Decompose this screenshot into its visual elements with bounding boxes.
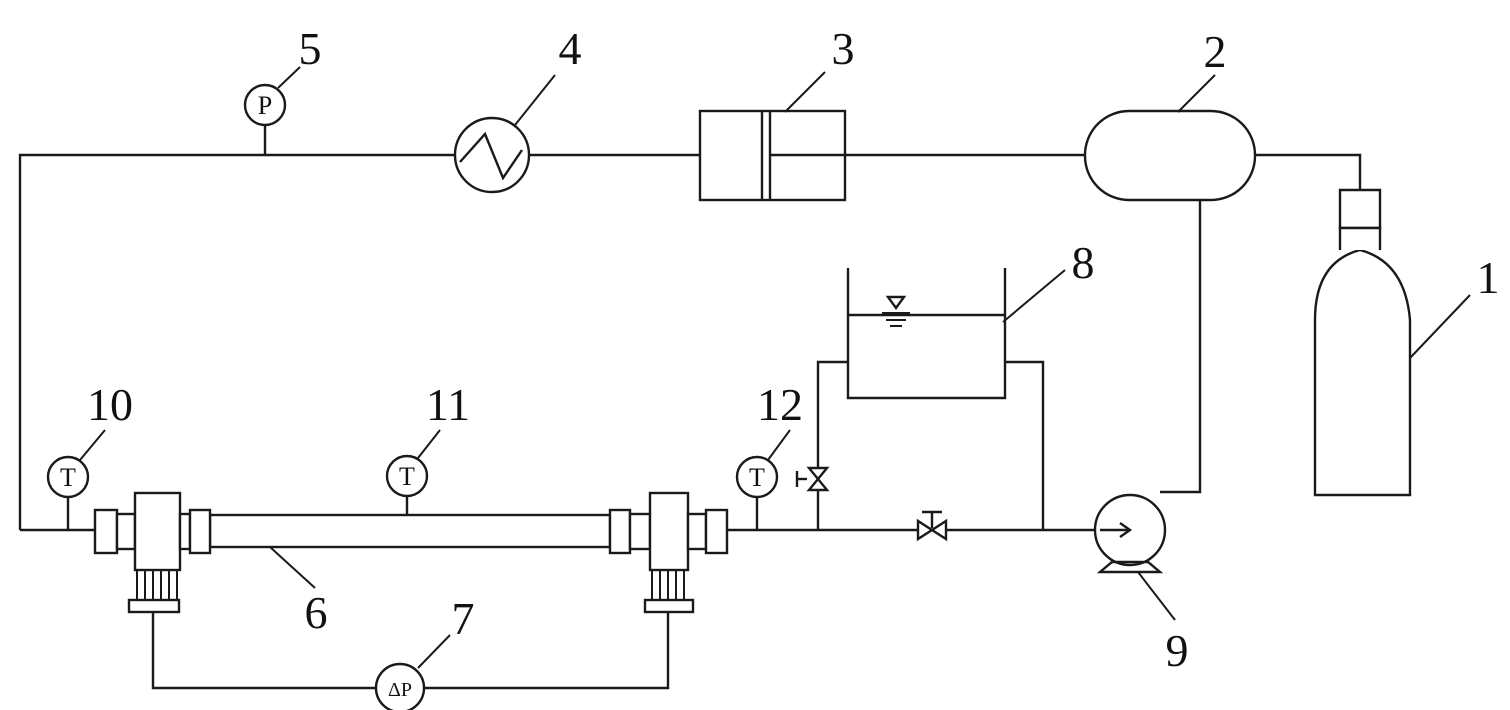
label-12: 12 — [757, 379, 803, 430]
differential-pressure-lines — [151, 612, 670, 690]
heat-exchanger — [453, 116, 531, 194]
temperature-gauge-outlet: T — [735, 455, 779, 530]
label-9: 9 — [1166, 625, 1189, 676]
pressure-gauge-symbol: P — [258, 91, 272, 120]
outlet-pipeline — [727, 200, 1202, 532]
label-4: 4 — [559, 23, 582, 74]
gas-cylinder — [1313, 188, 1412, 497]
test-section-pipe — [208, 513, 612, 549]
leader-lines — [79, 66, 1471, 669]
pressure-gauge: P — [243, 83, 287, 155]
component-labels: 1 2 3 4 5 6 7 8 9 10 11 12 — [87, 23, 1500, 676]
label-8: 8 — [1072, 237, 1095, 288]
main-line-valve — [916, 510, 948, 542]
label-1: 1 — [1477, 252, 1500, 303]
pump — [1093, 493, 1167, 574]
temperature-gauge-middle-symbol: T — [399, 462, 415, 491]
outlet-flange-assembly — [608, 491, 729, 614]
top-pipeline — [18, 153, 1362, 530]
buffer-tank — [1083, 109, 1257, 202]
label-5: 5 — [299, 23, 322, 74]
temperature-gauge-middle: T — [385, 454, 429, 515]
inlet-flange-assembly — [93, 491, 212, 614]
label-10: 10 — [87, 379, 133, 430]
water-tank — [846, 268, 1007, 400]
compressor-unit — [698, 109, 847, 202]
label-3: 3 — [832, 23, 855, 74]
differential-pressure-symbol: ΔP — [388, 679, 412, 701]
label-6: 6 — [305, 587, 328, 638]
tank-branch-valve — [795, 466, 830, 492]
temperature-gauge-outlet-symbol: T — [749, 463, 765, 492]
temperature-gauge-inlet: T — [46, 455, 90, 530]
label-7: 7 — [452, 593, 475, 644]
differential-pressure-gauge: ΔP — [374, 662, 426, 710]
temperature-gauge-inlet-symbol: T — [60, 463, 76, 492]
label-2: 2 — [1204, 26, 1227, 77]
label-11: 11 — [426, 379, 470, 430]
